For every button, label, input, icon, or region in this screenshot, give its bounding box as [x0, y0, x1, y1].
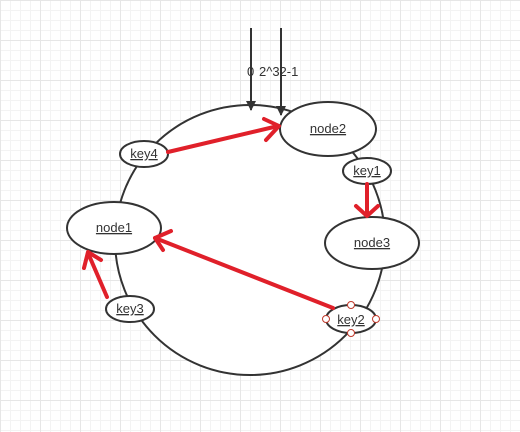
key4-label: key4 [130, 146, 157, 161]
ring-end-label: 2^32-1 [259, 64, 298, 79]
key2-handle-left[interactable] [322, 315, 330, 323]
key2-selection-handles[interactable] [322, 301, 380, 337]
key3-label: key3 [116, 301, 143, 316]
key2-handle-top[interactable] [347, 301, 355, 309]
key2-handle-bottom[interactable] [347, 329, 355, 337]
node2[interactable]: node2 [279, 101, 377, 157]
node3[interactable]: node3 [324, 216, 420, 270]
arrow-key2-to-node1 [153, 229, 335, 310]
key1[interactable]: key1 [342, 157, 392, 185]
key2[interactable]: key2 [325, 304, 377, 334]
node3-label: node3 [354, 235, 390, 250]
key1-label: key1 [353, 163, 380, 178]
node2-label: node2 [310, 121, 346, 136]
key2-handle-right[interactable] [372, 315, 380, 323]
node1[interactable]: node1 [66, 201, 162, 255]
ring-start-label: 0 [247, 64, 254, 79]
key4[interactable]: key4 [119, 140, 169, 168]
arrow-key3-to-node1 [82, 250, 109, 299]
node1-label: node1 [96, 220, 132, 235]
key2-label: key2 [337, 312, 364, 327]
arrow-key1-to-node3 [354, 182, 380, 218]
key3[interactable]: key3 [105, 295, 155, 323]
arrow-key4-to-node2 [166, 117, 281, 154]
